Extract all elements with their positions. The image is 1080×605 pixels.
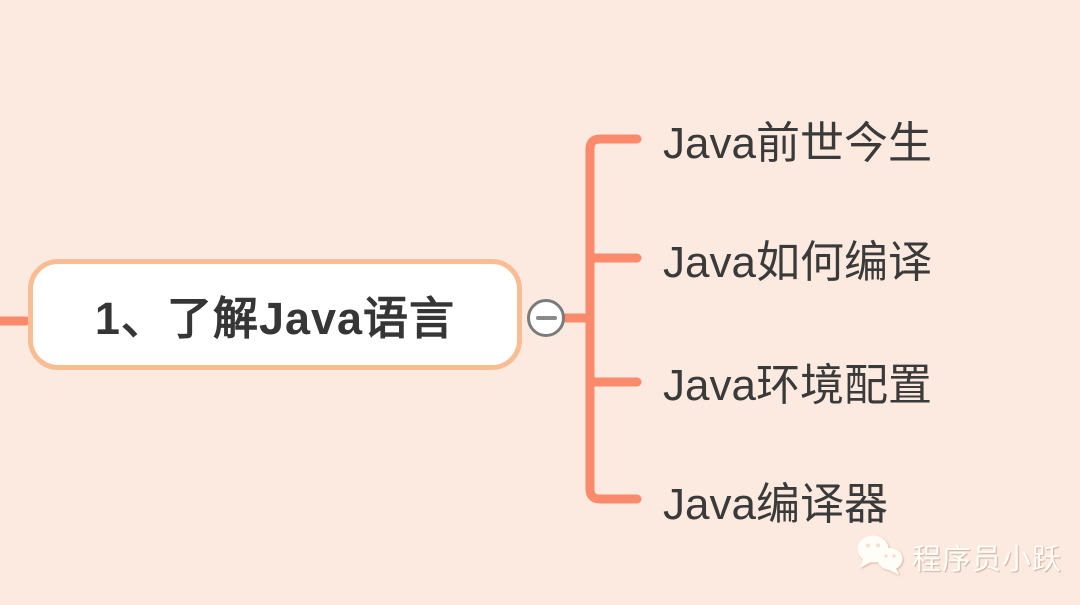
wechat-icon bbox=[857, 535, 903, 575]
watermark: 程序员小跃 bbox=[856, 532, 1062, 582]
main-topic-label: 1、了解Java语言 bbox=[94, 293, 456, 344]
trunk-line bbox=[585, 134, 642, 504]
minus-icon bbox=[535, 316, 557, 320]
branch-node-java-env[interactable]: Java环境配置 bbox=[663, 361, 932, 410]
branch-node-java-compile[interactable]: Java如何编译 bbox=[663, 238, 932, 287]
main-topic-node[interactable]: 1、了解Java语言 bbox=[28, 259, 522, 370]
collapse-button[interactable] bbox=[527, 299, 565, 337]
branch-node-java-history[interactable]: Java前世今生 bbox=[663, 119, 932, 168]
branch-node-java-compiler[interactable]: Java编译器 bbox=[663, 480, 888, 529]
watermark-label: 程序员小跃 bbox=[912, 544, 1063, 576]
